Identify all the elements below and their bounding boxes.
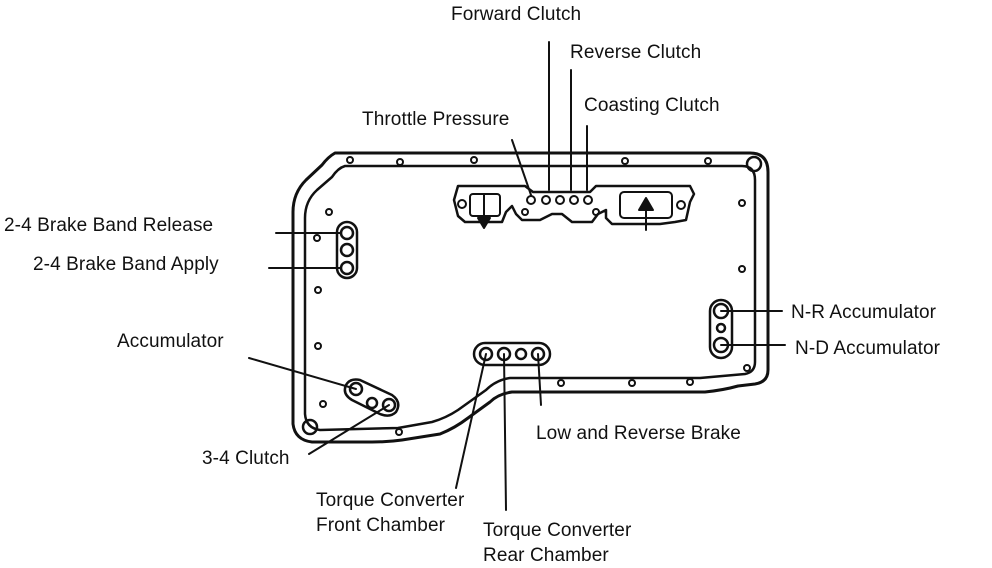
label-forward-clutch: Forward Clutch xyxy=(451,4,582,25)
label-brake-band-release: 2-4 Brake Band Release xyxy=(4,215,214,236)
bolt-hole xyxy=(396,158,404,166)
label-low-reverse-brake: Low and Reverse Brake xyxy=(536,423,741,444)
leader-throttle-pressure xyxy=(511,139,532,196)
gallery-port xyxy=(526,195,536,205)
leader-tc-front xyxy=(455,353,487,489)
label-34-clutch: 3-4 Clutch xyxy=(202,448,290,469)
leader-accumulator xyxy=(248,357,357,390)
corner-boss-top-right xyxy=(745,155,763,173)
bolt-hole xyxy=(470,156,478,164)
gallery-port xyxy=(569,195,579,205)
label-brake-band-apply: 2-4 Brake Band Apply xyxy=(33,254,219,275)
label-nr-accumulator: N-R Accumulator xyxy=(791,302,937,323)
gallery-port xyxy=(583,195,593,205)
bolt-hole xyxy=(325,208,333,216)
gallery-port xyxy=(555,195,565,205)
bolt-hole xyxy=(395,428,403,436)
bolt-holes xyxy=(313,156,751,436)
label-throttle-pressure: Throttle Pressure xyxy=(362,109,510,130)
up-arrow-icon xyxy=(638,197,654,231)
leader-34-clutch xyxy=(308,404,390,455)
brake-band-port-block xyxy=(335,220,359,280)
leader-low-reverse-brake xyxy=(537,353,542,406)
label-tc-rear-line1: Torque Converter xyxy=(483,520,632,541)
label-reverse-clutch: Reverse Clutch xyxy=(570,42,702,63)
label-coasting-clutch: Coasting Clutch xyxy=(584,95,720,116)
leader-lines xyxy=(248,41,786,511)
leader-tc-rear xyxy=(503,353,507,511)
gallery-port xyxy=(457,199,467,209)
bolt-hole xyxy=(313,234,321,242)
gallery-port xyxy=(592,208,600,216)
corner-boss-bottom-left xyxy=(301,418,319,436)
bolt-hole xyxy=(346,156,354,164)
bolt-hole xyxy=(686,378,694,386)
gallery-port xyxy=(541,195,551,205)
bolt-hole xyxy=(621,157,629,165)
gallery-port xyxy=(676,200,686,210)
housing-inner-outline xyxy=(303,164,757,432)
bolt-hole xyxy=(743,364,751,372)
clutch-port-block xyxy=(343,378,400,417)
bolt-hole xyxy=(319,400,327,408)
bolt-hole xyxy=(557,379,565,387)
label-nd-accumulator: N-D Accumulator xyxy=(795,338,941,359)
bolt-hole xyxy=(738,265,746,273)
accumulator-port-block-right xyxy=(708,298,734,360)
housing-outer-outline xyxy=(291,151,770,444)
label-tc-front-line1: Torque Converter xyxy=(316,490,465,511)
gallery-port xyxy=(521,208,529,216)
bolt-hole xyxy=(628,379,636,387)
bolt-hole xyxy=(738,199,746,207)
label-accumulator: Accumulator xyxy=(117,331,224,352)
bolt-hole xyxy=(314,286,322,294)
label-tc-rear-line2: Rear Chamber xyxy=(483,545,609,566)
bolt-hole xyxy=(314,342,322,350)
bolt-hole xyxy=(704,157,712,165)
down-arrow-icon xyxy=(477,193,491,229)
label-tc-front-line2: Front Chamber xyxy=(316,515,446,536)
